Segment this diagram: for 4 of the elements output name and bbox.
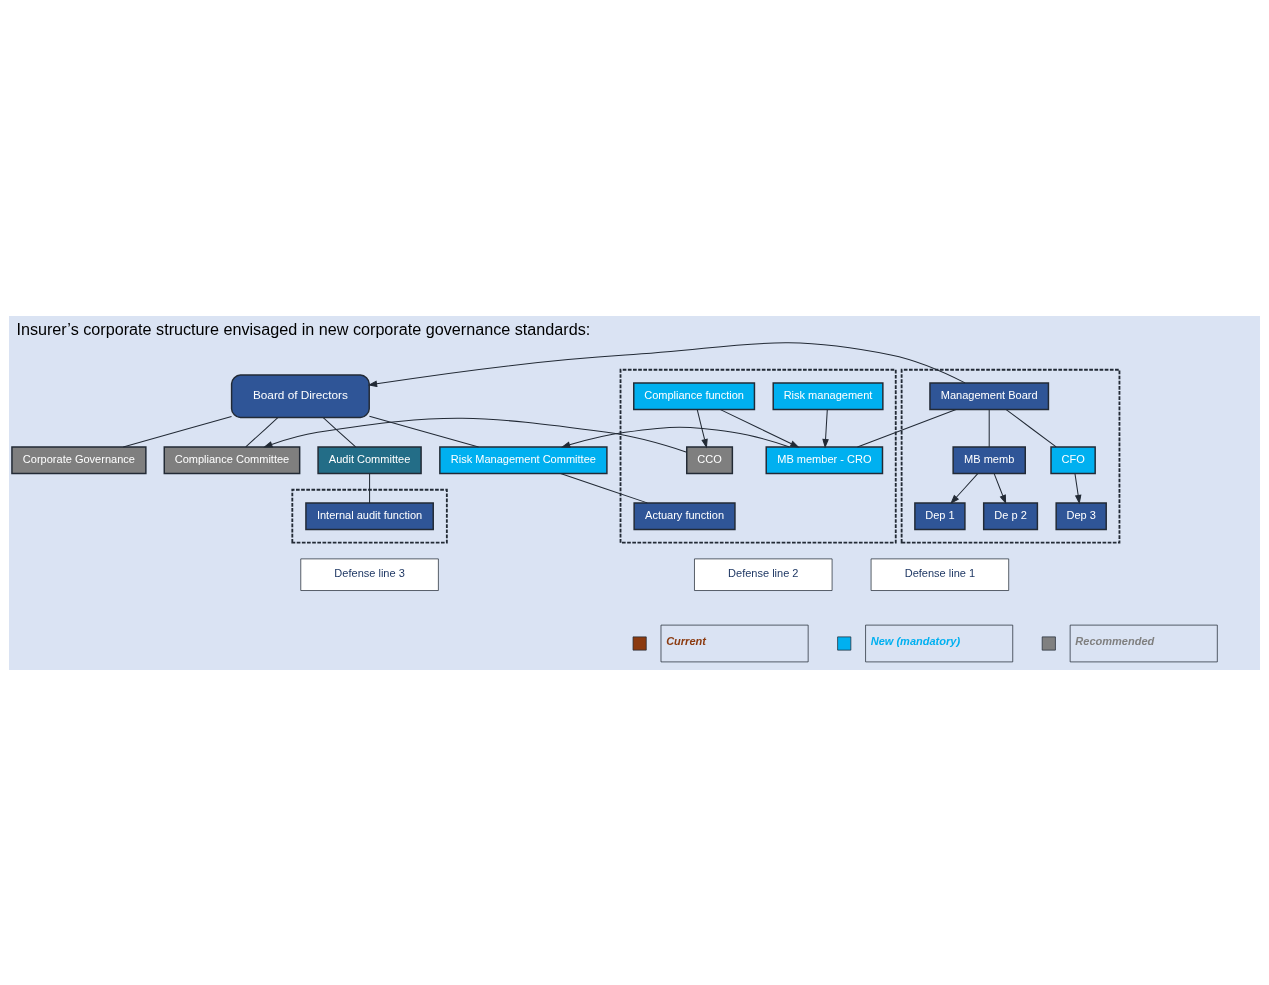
diagram-title: Insurer’s corporate structure envisaged in new corporate governance standards: [16, 319, 591, 338]
legend-label: Recommended [1075, 634, 1155, 647]
legend-label: Current [666, 634, 706, 647]
legend-label: New (mandatory) [870, 634, 961, 647]
